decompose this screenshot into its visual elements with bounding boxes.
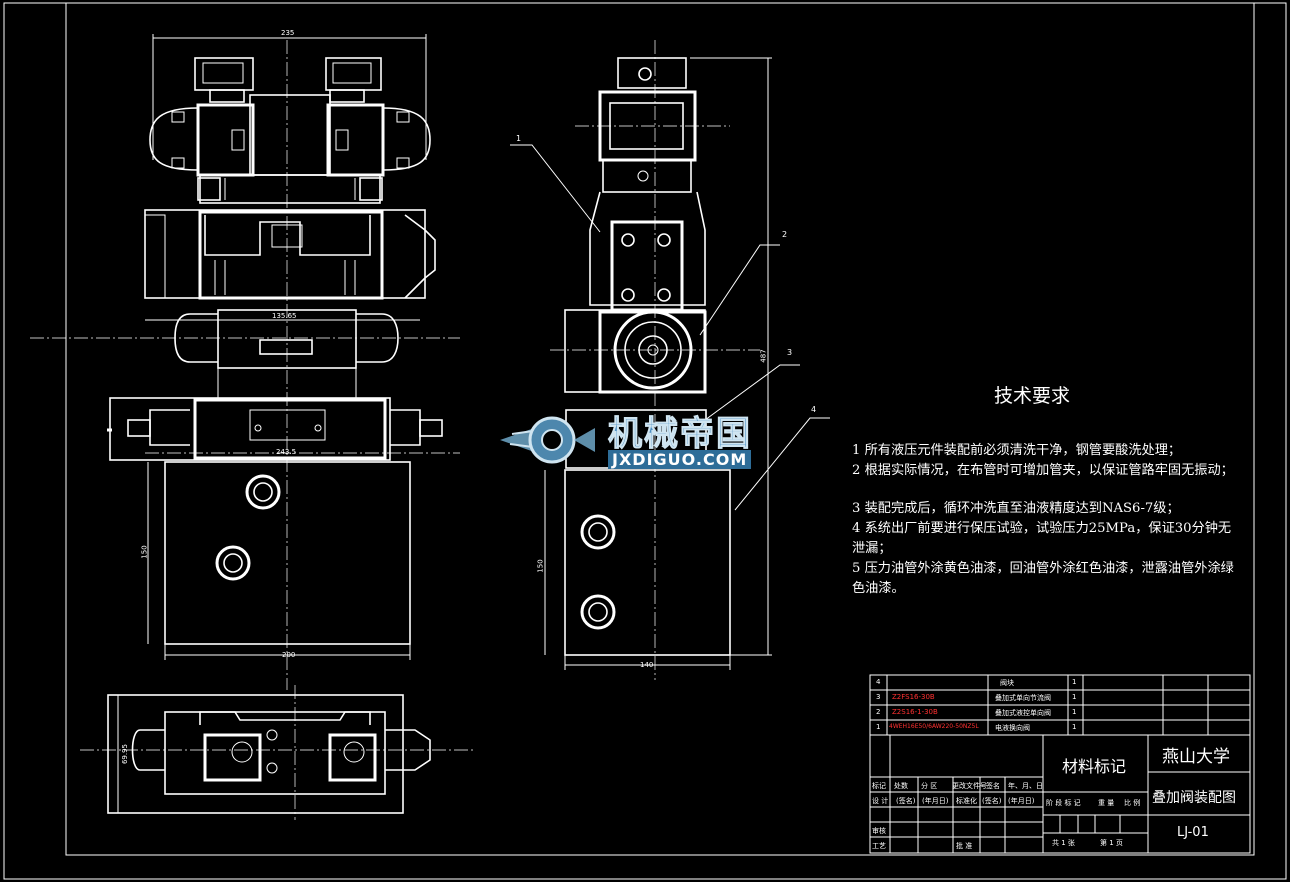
leader-4: 4 xyxy=(811,405,817,414)
dim-front-mid: 135.65 xyxy=(272,312,297,320)
sheet-number: 第 1 页 xyxy=(1100,839,1123,847)
weight-label: 重 量 xyxy=(1098,799,1115,807)
hdr-doc: 更改文件号 xyxy=(952,782,987,790)
tech-item-4: 4 系统出厂前要进行保压试验，试验压力25MPa，保证30分钟无泄漏； xyxy=(852,521,1232,556)
part-code-2: Z2S16-1-30B xyxy=(892,708,938,716)
process-label: 工艺 xyxy=(872,842,886,850)
std-date: (年月日) xyxy=(1008,797,1035,805)
hdr-zone: 分 区 xyxy=(921,782,938,790)
tech-item-3: 3 装配完成后，循环冲洗直至油液精度达到NAS6-7级； xyxy=(852,501,1180,516)
side-view xyxy=(510,40,830,680)
watermark: 机械帝国 JXDIGUO.COM xyxy=(500,404,800,474)
hdr-sign: 签名 xyxy=(986,782,1000,790)
top-view xyxy=(80,685,475,820)
parts-list xyxy=(869,674,1251,736)
design-date: (年月日) xyxy=(922,797,949,805)
gear-wings-icon xyxy=(500,416,595,464)
hdr-count: 处数 xyxy=(894,782,908,790)
tech-item-1: 1 所有液压元件装配前必须清洗干净，钢管要酸洗处理； xyxy=(852,443,1182,458)
watermark-url: JXDIGUO.COM xyxy=(608,450,752,469)
part-name-2: 叠加式液控单向阀 xyxy=(995,709,1051,717)
part-code-1: 4WEH16E50/6AW220-50NZ5L xyxy=(889,723,979,730)
dim-front-body: 243.5 xyxy=(276,448,297,456)
part-no-3: 3 xyxy=(876,693,881,701)
dim-front-top: 235 xyxy=(281,29,295,37)
part-qty-2: 1 xyxy=(1072,708,1077,716)
inner-frame xyxy=(65,2,1255,856)
tech-item-5: 5 压力油管外涂黄色油漆，回油管外涂红色油漆，泄露油管外涂绿色油漆。 xyxy=(852,561,1234,596)
dim-side-height: 150 xyxy=(536,559,545,573)
drawing-number: LJ-01 xyxy=(1177,825,1209,840)
dim-side-total: 487 xyxy=(759,349,768,363)
design-sign: (签名) xyxy=(896,797,916,805)
drawing-name: 叠加阀装配图 xyxy=(1152,790,1236,806)
review-label: 审核 xyxy=(872,827,886,835)
dim-side-width: 140 xyxy=(640,661,654,669)
leader-2: 2 xyxy=(782,230,788,239)
watermark-brand: 机械帝国 xyxy=(608,414,752,455)
dim-bottom-side: 69.95 xyxy=(121,743,130,765)
tech-item-2: 2 根据实际情况，在布管时可增加管夹，以保证管路牢固无振动； xyxy=(852,463,1234,478)
part-no-4: 4 xyxy=(876,678,881,686)
sheet-count: 共 1 张 xyxy=(1052,839,1075,847)
dim-front-height: 150 xyxy=(140,545,149,559)
leader-3: 3 xyxy=(787,348,793,357)
std-sign: (签名) xyxy=(982,797,1002,805)
dim-front-bottom: 200 xyxy=(282,651,296,659)
scale-label: 比 例 xyxy=(1124,799,1141,807)
stage-label: 阶 段 标 记 xyxy=(1046,799,1081,807)
part-no-2: 2 xyxy=(876,708,881,716)
part-qty-1: 1 xyxy=(1072,723,1077,731)
part-qty-4: 1 xyxy=(1072,678,1077,686)
design-label: 设 计 xyxy=(872,797,889,805)
approve-label: 批 准 xyxy=(956,842,973,850)
title-block xyxy=(869,734,1251,854)
leader-1: 1 xyxy=(516,134,522,143)
hdr-mark: 标记 xyxy=(872,782,886,790)
part-name-4: 阀块 xyxy=(1000,679,1014,687)
front-view xyxy=(30,34,460,690)
hdr-date: 年、月、日 xyxy=(1008,782,1043,790)
material-label: 材料标记 xyxy=(1062,757,1127,776)
school-name: 燕山大学 xyxy=(1162,747,1230,767)
std-label: 标准化 xyxy=(956,797,977,805)
part-name-1: 电液换向阀 xyxy=(995,724,1030,732)
tech-title: 技术要求 xyxy=(994,385,1071,407)
part-qty-3: 1 xyxy=(1072,693,1077,701)
part-code-3: Z2FS16-30B xyxy=(892,693,935,701)
part-no-1: 1 xyxy=(876,723,881,731)
part-name-3: 叠加式单向节流阀 xyxy=(995,694,1051,702)
